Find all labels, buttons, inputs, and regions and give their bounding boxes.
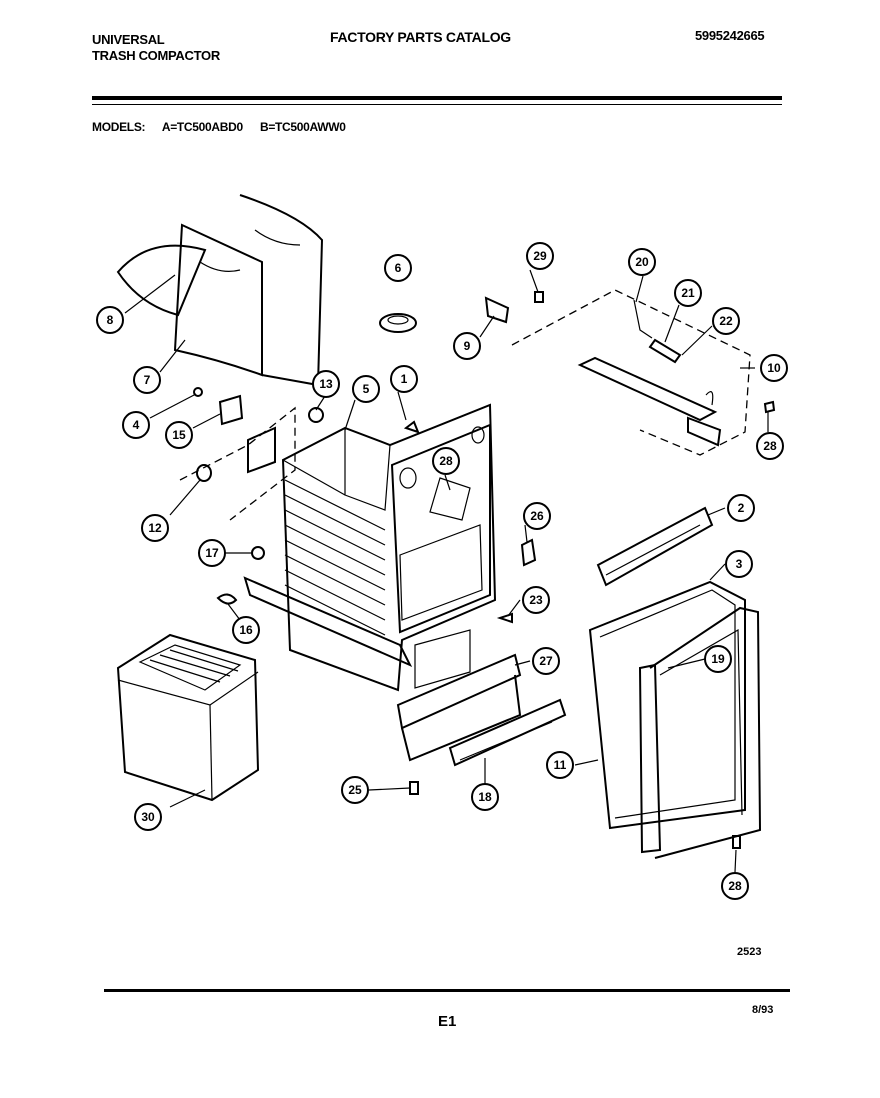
callout-4-label: 4 [133,418,140,432]
page-number: E1 [438,1013,457,1030]
callout-26: 26 [523,502,551,530]
callout-10-label: 10 [767,361,781,375]
callout-11: 11 [546,751,574,779]
callout-30-label: 30 [141,810,155,824]
callout-20-label: 20 [635,255,649,269]
callout-2-label: 2 [738,501,745,515]
callout-3-label: 3 [736,557,743,571]
model-b: B=TC500AWW0 [259,120,346,134]
callout-6: 6 [384,254,412,282]
callout-20: 20 [628,248,656,276]
model-a: A=TC500ABD0 [161,120,243,134]
callout-28-bottom-label: 28 [728,879,742,893]
callout-12: 12 [141,514,169,542]
callout-5: 5 [352,375,380,403]
callout-21-label: 21 [681,286,695,300]
header-rule [92,96,782,100]
callout-1: 1 [390,365,418,393]
callout-22-label: 22 [719,314,733,328]
callout-6-label: 6 [395,261,402,275]
art-number: 2523 [737,946,762,958]
header-rule-thin [92,104,782,105]
callout-28-frame-label: 28 [439,454,453,468]
latch-assembly-part [484,289,751,456]
callout-25-label: 25 [348,783,362,797]
callout-9: 9 [453,332,481,360]
callout-17: 17 [198,539,226,567]
callout-8-label: 8 [107,313,114,327]
callout-2: 2 [727,494,755,522]
callout-5-label: 5 [363,382,370,396]
footer-rule [104,989,790,992]
callout-27-label: 27 [539,654,553,668]
revision-date: 8/93 [752,1004,774,1016]
callout-9-label: 9 [464,339,471,353]
callout-28-right: 28 [756,432,784,460]
callout-3: 3 [725,550,753,578]
callout-28-frame: 28 [432,447,460,475]
callout-30: 30 [134,803,162,831]
product-name: TRASH COMPACTOR [92,48,220,63]
callout-1-label: 1 [401,372,408,386]
callout-10: 10 [760,354,788,382]
callout-11-label: 11 [554,758,567,772]
callout-7: 7 [133,366,161,394]
callout-29-top: 29 [526,242,554,270]
callout-27: 27 [532,647,560,675]
callout-23: 23 [522,586,550,614]
callout-25: 25 [341,776,369,804]
hardware-parts [179,291,776,849]
trash-bucket-part [116,633,260,802]
callout-23-label: 23 [529,593,543,607]
callout-4: 4 [122,411,150,439]
brand-block: UNIVERSAL TRASH COMPACTOR [92,32,220,64]
models-line: MODELS: A=TC500ABD0 B=TC500AWW0 [92,120,360,134]
callout-28-right-label: 28 [763,439,777,453]
callout-21: 21 [674,279,702,307]
callout-19-label: 19 [711,652,725,666]
catalog-title: FACTORY PARTS CATALOG [330,29,511,45]
callout-15: 15 [165,421,193,449]
callout-8: 8 [96,306,124,334]
callout-12-label: 12 [148,521,162,535]
bag-liner-part [116,194,324,387]
callout-29-top-label: 29 [533,249,547,263]
callout-leader-lines [124,269,769,873]
callout-13-label: 13 [319,377,333,391]
callout-13: 13 [312,370,340,398]
brand-name: UNIVERSAL [92,32,165,47]
callout-28-bottom: 28 [721,872,749,900]
callout-16-label: 16 [239,623,253,637]
seal-ring-part [379,313,417,333]
callout-7-label: 7 [144,373,151,387]
callout-22: 22 [712,307,740,335]
toe-kick-handle-part [396,653,567,767]
callout-15-label: 15 [172,428,186,442]
door-panel-part [588,506,762,859]
callout-19: 19 [704,645,732,673]
callout-26-label: 26 [530,509,544,523]
callout-18-label: 18 [478,790,492,804]
cabinet-frame-part [243,403,497,692]
callout-18: 18 [471,783,499,811]
callout-16: 16 [232,616,260,644]
models-label: MODELS: [92,120,146,134]
callout-17-label: 17 [205,546,219,560]
catalog-part-number: 5995242665 [695,28,765,43]
